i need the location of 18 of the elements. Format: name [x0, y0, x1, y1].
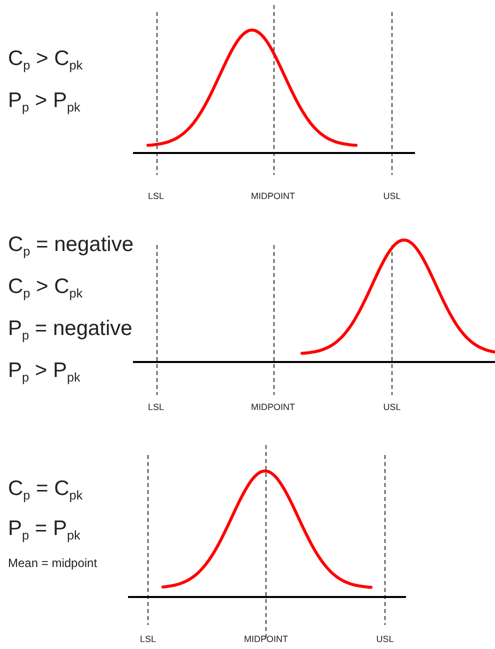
formula-text: P$_{p}$ = negative — [8, 318, 132, 342]
formula-text: P$_{p}$ > P$_{pk}$ — [8, 90, 80, 114]
limit-label: LSL — [148, 192, 164, 201]
limit-label: LSL — [140, 635, 156, 644]
formula-text: P$_{p}$ > P$_{pk}$ — [8, 360, 80, 384]
note-text: Mean = midpoint — [8, 557, 98, 569]
formula-text: C$_{p}$ > C$_{pk}$ — [8, 276, 83, 300]
formula-text: P$_{p}$ = P$_{pk}$ — [8, 518, 80, 542]
limit-label: MIDPOINT — [244, 635, 288, 644]
limit-label: MIDPOINT — [251, 192, 295, 201]
limit-label: USL — [376, 635, 394, 644]
formula-text: C$_{p}$ > C$_{pk}$ — [8, 48, 83, 72]
limit-label: LSL — [148, 403, 164, 412]
limit-label: USL — [383, 192, 401, 201]
limit-label: USL — [383, 403, 401, 412]
limit-label: MIDPOINT — [251, 403, 295, 412]
formula-text: C$_{p}$ = negative — [8, 234, 134, 258]
formula-text: C$_{p}$ = C$_{pk}$ — [8, 478, 83, 502]
